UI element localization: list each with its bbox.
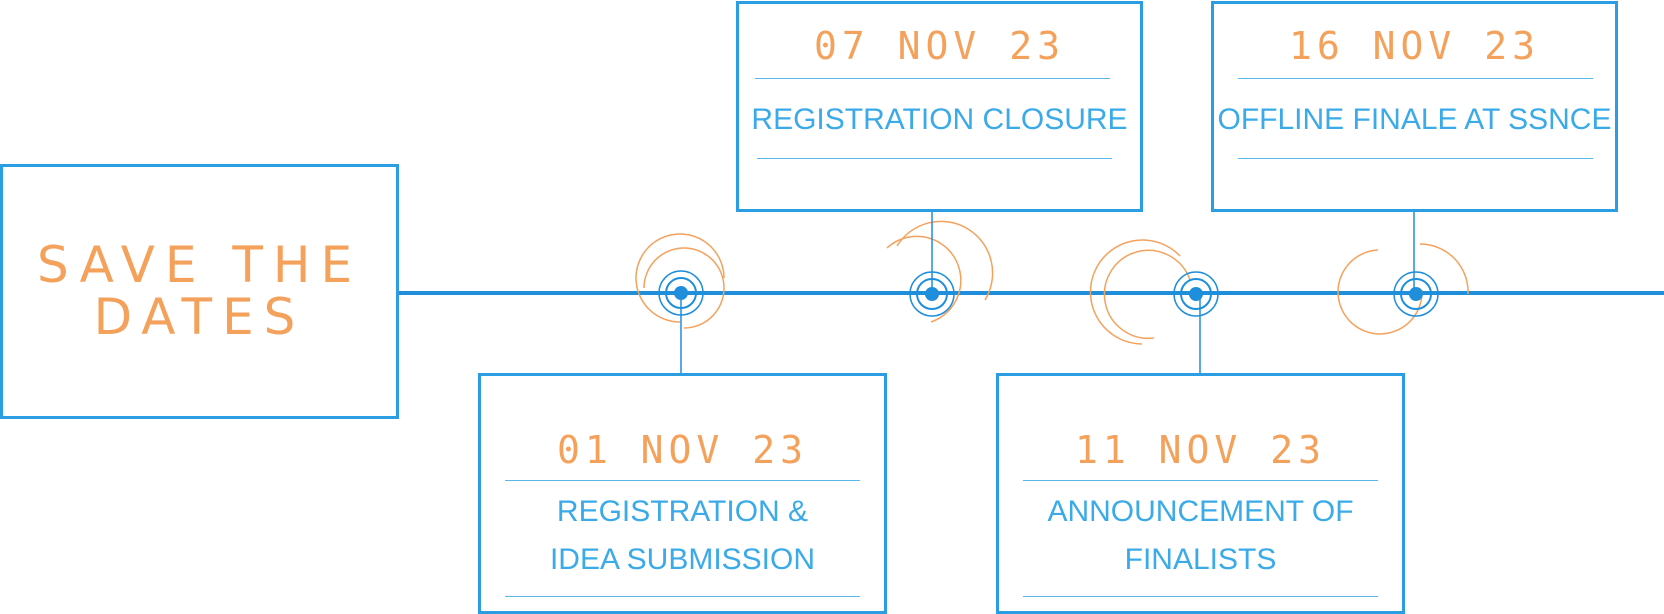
event-card-1: 01 NOV 23 REGISTRATION & IDEA SUBMISSION	[478, 373, 887, 614]
divider	[757, 158, 1112, 159]
event-label: REGISTRATION CLOSURE	[751, 103, 1128, 136]
save-the-dates-panel: SAVE THE DATES	[0, 164, 399, 419]
divider	[505, 480, 860, 481]
event-date: 11 NOV 23	[1075, 428, 1326, 472]
event-card-2: 07 NOV 23 REGISTRATION CLOSURE	[736, 1, 1143, 212]
event-label: ANNOUNCEMENT OF FINALISTS	[1047, 495, 1354, 576]
event-date: 01 NOV 23	[557, 428, 808, 472]
divider	[1023, 480, 1378, 481]
event-label: REGISTRATION & IDEA SUBMISSION	[549, 495, 816, 576]
divider	[1238, 158, 1593, 159]
page-title: SAVE THE DATES	[36, 236, 363, 346]
event-card-3: 11 NOV 23 ANNOUNCEMENT OF FINALISTS	[996, 373, 1405, 614]
divider	[505, 596, 860, 597]
divider	[1023, 596, 1378, 597]
event-card-4: 16 NOV 23 OFFLINE FINALE AT SSNCE	[1211, 1, 1618, 212]
event-date: 16 NOV 23	[1289, 24, 1540, 68]
divider	[755, 78, 1110, 79]
divider	[1238, 78, 1593, 79]
event-date: 07 NOV 23	[814, 24, 1065, 68]
event-label: OFFLINE FINALE AT SSNCE	[1217, 103, 1612, 136]
timeline-node-1	[635, 233, 725, 417]
timeline-node-4	[1337, 176, 1469, 335]
